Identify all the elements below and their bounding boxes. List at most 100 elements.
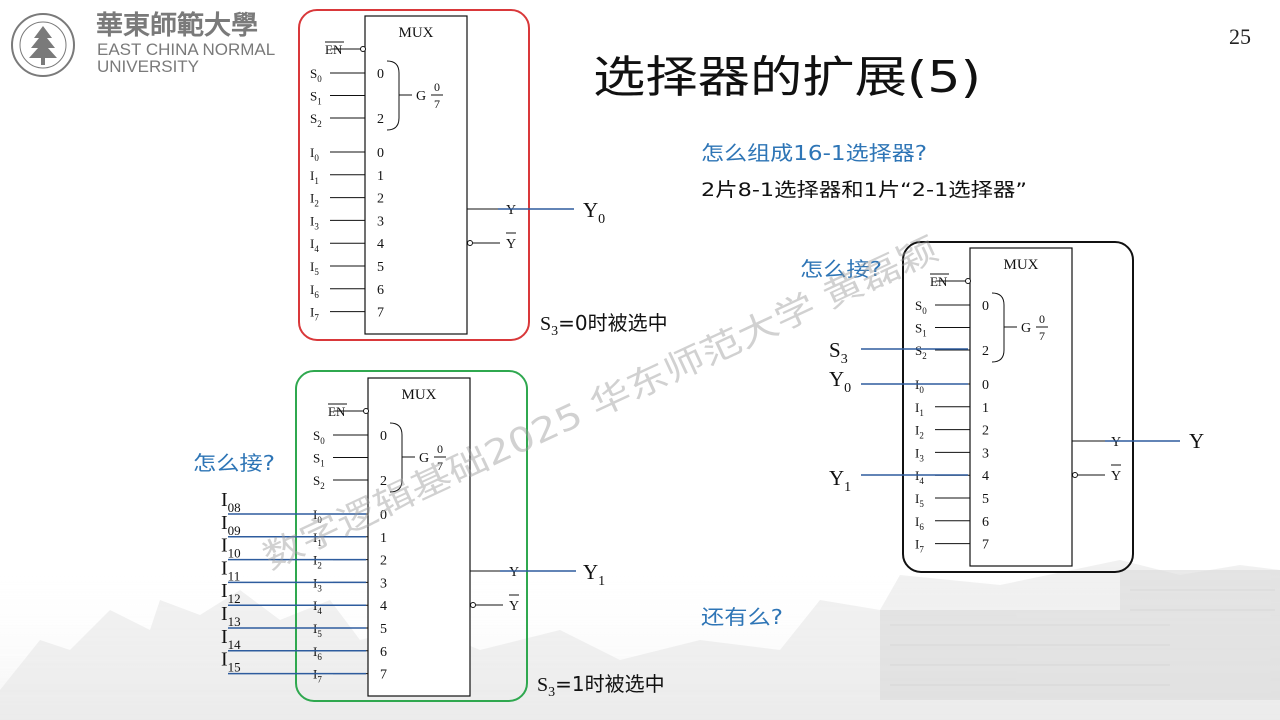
caption-s3-1: S3=1时被选中 [537,672,665,700]
top-out-ybar-label: Y [506,237,516,252]
right-out-ybar-bubble [1072,472,1078,478]
bottom-chip-body [367,377,471,697]
top-sel-label-0: S0 [310,66,322,84]
bottom-input-label-2: I10 [221,535,241,561]
right-data-label-1: I1 [915,400,924,418]
top-sel-label-1: S1 [310,89,322,107]
right-data-num-6: 6 [982,515,989,530]
right-data-label-7: I7 [915,537,924,555]
top-data-num-7: 7 [377,306,384,321]
bottom-sel-num-0: 0 [380,429,387,444]
right-out-ybar-label: Y [1111,469,1121,484]
slide-title: 选择器的扩展(5) [593,52,981,103]
bottom-data-num-1: 1 [380,531,387,546]
right-en-bubble [965,278,971,284]
right-y1-label: Y1 [829,466,851,495]
top-g-label: G [416,89,426,104]
bottom-data-num-0: 0 [380,508,387,523]
bottom-input-label-4: I12 [221,580,241,606]
right-data-label-6: I6 [915,514,924,532]
question-more: 还有么? [701,605,783,629]
logo-english-line2: UNIVERSITY [97,57,199,76]
top-data-num-6: 6 [377,283,384,298]
top-data-label-1: I1 [310,168,319,186]
right-data-num-7: 7 [982,538,989,553]
bottom-input-label-6: I14 [221,626,241,652]
right-data-label-3: I3 [915,445,924,463]
top-data-label-7: I7 [310,305,319,323]
top-sel-label-2: S2 [310,111,322,129]
bottom-input-label-0: I08 [221,489,241,515]
top-data-label-5: I5 [310,259,319,277]
bottom-sel-label-0: S0 [313,428,325,446]
right-data-label-0: I0 [915,377,924,395]
bottom-output-label: Y1 [583,560,605,589]
question-connect-left: 怎么接? [193,451,275,475]
top-mux-label: MUX [398,25,433,41]
right-s3-label: S3 [829,338,848,367]
right-data-label-4: I4 [915,468,924,486]
mux-bottom: MUXENS00S1S22G07I00I11I22I33I44I55I66I77… [313,377,519,697]
bottom-sel-label-2: S2 [313,473,325,491]
top-data-label-0: I0 [310,145,319,163]
bottom-out-ybar-bubble [470,602,476,608]
bottom-sel-num-2: 2 [380,474,387,489]
top-data-num-1: 1 [377,169,384,184]
right-data-label-2: I2 [915,423,924,441]
pine-tree-icon [29,26,57,58]
page-number: 25 [1229,24,1251,49]
mux-right: MUXENS00S1S22G07I00I11I22I33I44I55I66I77… [915,247,1121,567]
top-out-y-label: Y [506,203,516,218]
top-g-bottom: 7 [434,97,440,111]
right-sel-num-2: 2 [982,344,989,359]
bottom-input-label-1: I09 [221,512,241,538]
background-campus-image [0,560,1280,720]
right-data-num-3: 3 [982,446,989,461]
right-mux-label: MUX [1003,257,1038,273]
top-chip-body [364,15,468,335]
top-data-num-4: 4 [377,237,384,252]
top-g-top: 0 [434,80,440,94]
right-data-label-5: I5 [915,491,924,509]
seal-icon [11,13,75,77]
bottom-out-y-label: Y [509,565,519,580]
bottom-g-bottom: 7 [437,459,443,473]
right-g-label: G [1021,321,1031,336]
top-data-num-2: 2 [377,192,384,207]
question-16-1: 怎么组成16-1选择器? [701,141,927,165]
question-connect-right: 怎么接? [800,257,882,281]
bottom-data-num-6: 6 [380,645,387,660]
right-data-num-5: 5 [982,492,989,507]
bottom-data-num-7: 7 [380,668,387,683]
right-data-num-4: 4 [982,469,989,484]
bottom-g-label: G [419,451,429,466]
right-sel-label-1: S1 [915,321,927,339]
right-data-num-1: 1 [982,401,989,416]
bottom-sel-label-1: S1 [313,451,325,469]
right-sel-label-0: S0 [915,298,927,316]
bottom-data-num-5: 5 [380,622,387,637]
right-sel-label-2: S2 [915,343,927,361]
bottom-g-top: 0 [437,442,443,456]
top-en-bubble [360,46,366,52]
right-g-bottom: 7 [1039,329,1045,343]
bottom-input-label-3: I11 [221,557,240,583]
frame-mux-bottom [295,370,528,702]
bottom-data-num-2: 2 [380,554,387,569]
right-y0-label: Y0 [829,367,851,396]
right-data-num-2: 2 [982,424,989,439]
bottom-input-label-5: I13 [221,603,241,629]
bottom-en-bubble [363,408,369,414]
caption-s3-0: S3=0时被选中 [540,311,668,339]
answer-16-1: 2片8-1选择器和1片“2-1选择器” [701,179,1027,201]
frame-mux-right [902,241,1134,573]
bottom-out-ybar-label: Y [509,599,519,614]
logo-chinese: 華東師範大學 [96,10,258,41]
top-data-num-0: 0 [377,146,384,161]
top-data-num-5: 5 [377,260,384,275]
frame-mux-top [298,9,530,341]
bottom-mux-label: MUX [401,387,436,403]
